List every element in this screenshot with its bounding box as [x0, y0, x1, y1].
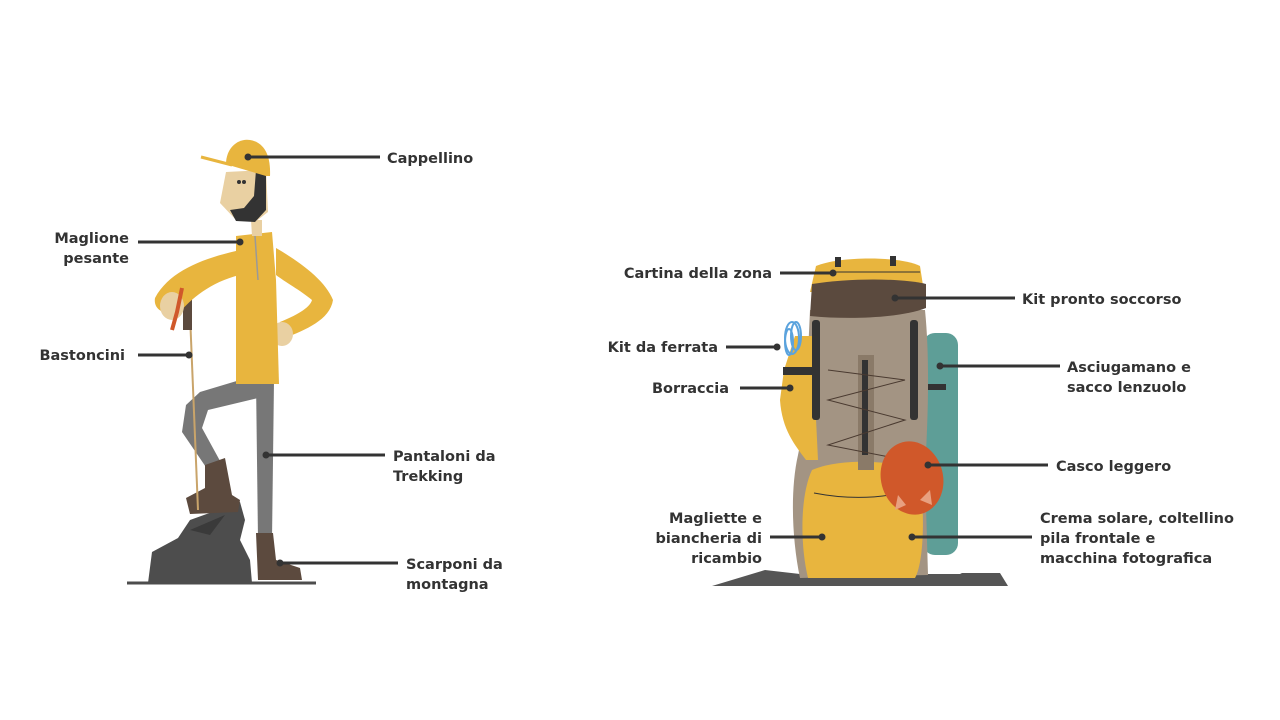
label-text: Kit da ferrata	[608, 340, 718, 356]
label-magliette: Magliette e biancheria di ricambio	[655, 511, 826, 567]
svg-text:Kit pronto soccorso: Kit pronto soccorso	[1022, 292, 1181, 308]
lid-strap	[835, 257, 841, 267]
label-text: Asciugamano e	[1067, 360, 1191, 376]
svg-text:Cartina della zona: Cartina della zona	[624, 266, 772, 282]
label-kit-ferrata: Kit da ferrata	[608, 340, 781, 356]
label-text: sacco lenzuolo	[1067, 380, 1186, 396]
rock	[148, 502, 252, 583]
eye	[237, 180, 241, 184]
label-kit-pronto-soccorso: Kit pronto soccorso	[891, 292, 1181, 308]
sweater	[236, 232, 279, 384]
ferrata-rope-icon	[784, 321, 802, 356]
bottle-strap	[783, 367, 813, 375]
pole-strap	[170, 287, 184, 331]
helmet-vents	[895, 490, 932, 510]
first-aid-compartment	[810, 279, 926, 318]
label-text: ricambio	[691, 551, 762, 567]
eye	[242, 180, 246, 184]
label-text: pesante	[63, 251, 129, 267]
lid-strap	[890, 256, 896, 266]
trekking-pants	[182, 380, 274, 540]
hiker-illustration	[127, 139, 333, 585]
label-asciugamano: Asciugamano e sacco lenzuolo	[936, 360, 1191, 396]
label-text: Casco leggero	[1056, 459, 1171, 475]
center-strap	[862, 360, 868, 455]
svg-text:Cappellino: Cappellino	[387, 151, 473, 167]
label-text: pila frontale e	[1040, 531, 1155, 547]
pole-handle	[183, 282, 192, 330]
bungee-cord	[826, 369, 907, 461]
label-casco: Casco leggero	[924, 459, 1171, 475]
label-pantaloni: Pantaloni da Trekking	[262, 449, 496, 485]
svg-text:Casco leggero: Casco leggero	[1056, 459, 1171, 475]
zipper	[254, 235, 259, 281]
backpack-illustration	[712, 256, 1008, 586]
label-crema: Crema solare, coltellino pila frontale e m…	[908, 511, 1234, 567]
label-text: macchina fotografica	[1040, 551, 1212, 567]
label-text: Kit pronto soccorso	[1022, 292, 1181, 308]
label-text: Pantaloni da	[393, 449, 496, 465]
label-text: Trekking	[393, 469, 463, 485]
label-scarponi: Scarponi da montagna	[276, 557, 503, 593]
svg-text:Borraccia: Borraccia	[652, 381, 729, 397]
label-text: Crema solare, coltellino	[1040, 511, 1234, 527]
label-text: Maglione	[54, 231, 129, 247]
label-text: Bastoncini	[39, 348, 125, 364]
label-borraccia: Borraccia	[652, 381, 794, 397]
neck	[251, 220, 262, 236]
svg-text:Kit da ferrata: Kit da ferrata	[608, 340, 718, 356]
cap-visor	[200, 155, 233, 167]
label-cappellino: Cappellino	[244, 151, 473, 167]
label-text: Cappellino	[387, 151, 473, 167]
label-bastoncini: Bastoncini	[39, 348, 193, 364]
label-maglione: Maglione pesante	[54, 231, 244, 267]
label-text: Magliette e	[669, 511, 762, 527]
label-text: Scarponi da	[406, 557, 503, 573]
shoulder-strap	[910, 320, 918, 420]
towel-strap	[924, 384, 946, 390]
rock-shadow	[190, 515, 225, 535]
label-cartina: Cartina della zona	[624, 266, 837, 282]
shoulder-strap	[812, 320, 820, 420]
label-text: Borraccia	[652, 381, 729, 397]
label-text: biancheria di	[655, 531, 762, 547]
hiking-boots	[186, 458, 302, 580]
beard	[230, 168, 266, 222]
right-arm	[276, 248, 333, 338]
label-text: montagna	[406, 577, 489, 593]
svg-text:Bastoncini: Bastoncini	[39, 348, 125, 364]
label-text: Cartina della zona	[624, 266, 772, 282]
